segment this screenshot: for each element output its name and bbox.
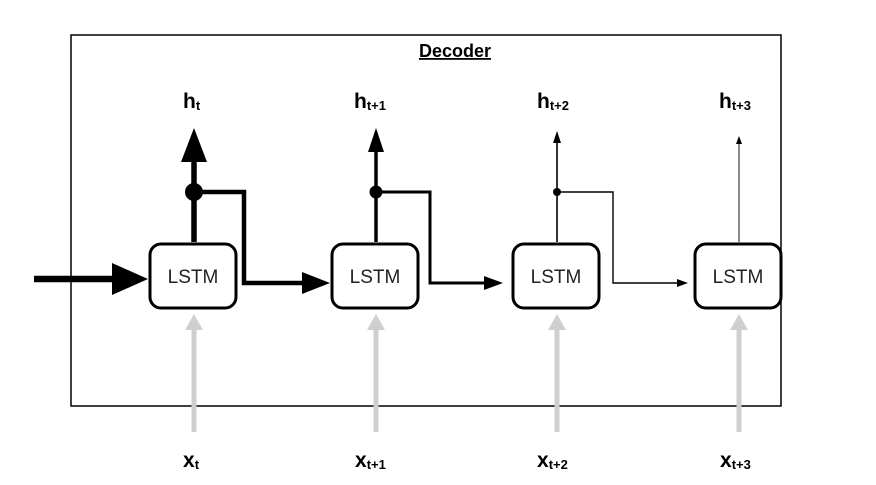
output-label-2: ht+1 bbox=[354, 90, 386, 113]
lstm-cell-2: LSTM bbox=[330, 242, 420, 310]
cell-3-connections bbox=[553, 131, 688, 287]
input-label-4: xt+3 bbox=[720, 449, 751, 472]
decoder-title: Decoder bbox=[419, 41, 491, 61]
incoming-state-arrow bbox=[34, 263, 148, 295]
split-dot-1 bbox=[185, 183, 203, 201]
output-label-4: ht+3 bbox=[719, 90, 751, 113]
lstm-cell-1: LSTM bbox=[148, 242, 238, 310]
recurrent-arrow-1 bbox=[194, 189, 306, 286]
lstm-label: LSTM bbox=[350, 267, 401, 288]
decoder-frame bbox=[70, 34, 782, 407]
lstm-cell-4: LSTM bbox=[693, 242, 783, 310]
lstm-label: LSTM bbox=[531, 267, 582, 288]
input-label-1: xt bbox=[183, 449, 200, 472]
input-label-2: xt+1 bbox=[355, 449, 386, 472]
output-label-3: ht+2 bbox=[537, 90, 569, 113]
cell-4-connections bbox=[736, 136, 742, 242]
recurrent-arrow-2 bbox=[376, 190, 486, 285]
lstm-label: LSTM bbox=[713, 267, 764, 288]
input-label-3: xt+2 bbox=[537, 449, 568, 472]
split-dot-3 bbox=[553, 188, 561, 196]
output-label-1: ht bbox=[183, 90, 201, 113]
cell-2-connections bbox=[368, 128, 503, 290]
split-dot-2 bbox=[369, 185, 383, 199]
lstm-label: LSTM bbox=[168, 267, 219, 288]
cell-1-connections bbox=[181, 128, 330, 294]
recurrent-arrow-3 bbox=[557, 191, 678, 284]
input-arrows bbox=[185, 314, 748, 432]
lstm-cell-3: LSTM bbox=[511, 242, 601, 310]
